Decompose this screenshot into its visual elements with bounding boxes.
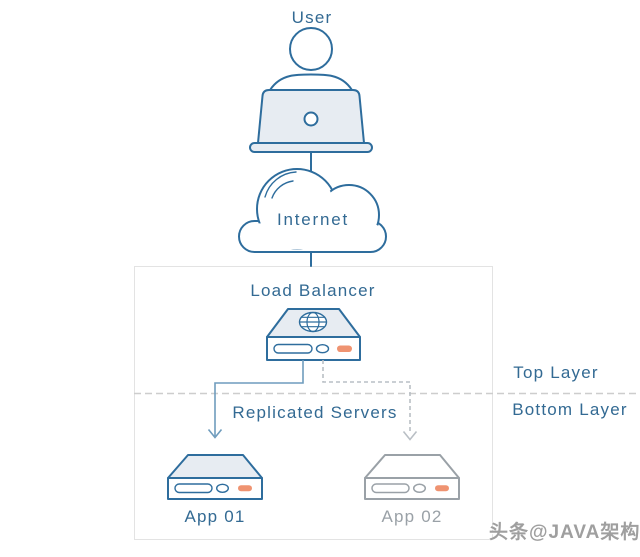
top-layer-label: Top Layer [513,363,599,382]
app02-label: App 02 [381,507,443,526]
server-status-led [435,485,449,492]
bottom-layer-label: Bottom Layer [512,400,628,419]
watermark: 头条@JAVA架构 [489,522,640,543]
server-front-panel [364,477,460,500]
server-button [412,483,427,494]
server-slot [174,483,213,494]
person-at-laptop-icon [249,27,373,153]
lb-slot [273,343,313,354]
cloud-shine-arc-2 [271,180,294,199]
lb-button [315,344,330,354]
arrowhead [402,430,418,441]
cloud-shine-arc-1 [264,171,297,198]
server-front-panel [167,477,263,500]
lb-status-led [337,345,352,352]
server-button [215,483,229,493]
layer-box [134,266,493,540]
load-balancer-label: Load Balancer [250,281,376,300]
server-top [167,454,263,479]
lb-front-panel [266,336,361,361]
server-top [364,454,460,479]
app02-server-icon [364,454,460,500]
app01-server-icon [167,454,263,500]
globe-icon [298,311,328,333]
person-head [289,27,333,71]
server-slot [371,483,410,494]
user-label: User [291,8,333,27]
app01-label: App 01 [184,507,246,526]
server-status-led [238,485,252,492]
server-with-globe-icon [266,308,361,361]
solid-arrow-to-app01 [207,360,304,439]
laptop-base [249,142,373,153]
internet-label: Internet [276,210,350,229]
arrowhead [207,428,223,439]
cloud-icon [238,168,387,253]
laptop-logo-dot [303,111,319,127]
dashed-arrow-to-app02 [322,360,418,441]
replicated-servers-label: Replicated Servers [232,403,398,422]
